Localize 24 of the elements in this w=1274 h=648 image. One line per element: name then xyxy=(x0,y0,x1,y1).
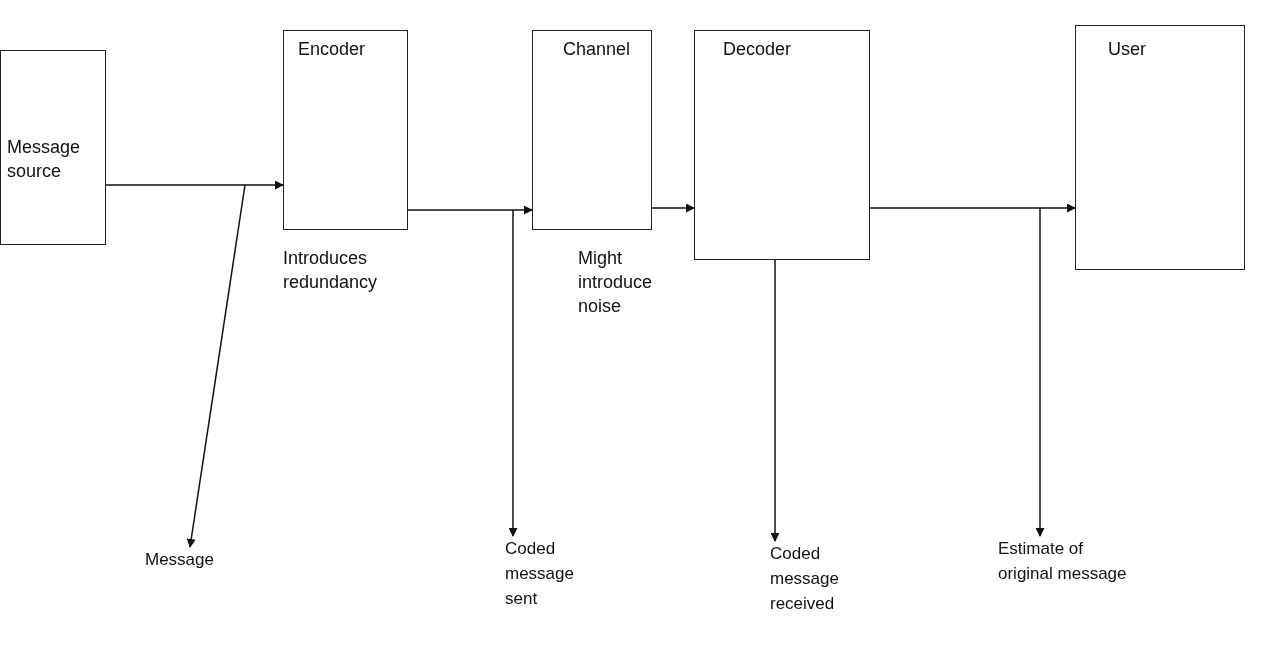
process-box xyxy=(0,50,106,245)
annotation-text: Estimate of original message xyxy=(998,536,1128,586)
process-box xyxy=(283,30,408,230)
note-text: Introduces redundancy xyxy=(283,247,379,294)
annotation-text: Message xyxy=(145,547,255,572)
box-label: Channel xyxy=(563,38,632,61)
arrow xyxy=(105,180,284,190)
leader-arrow xyxy=(186,184,246,548)
leader-arrow xyxy=(1035,207,1045,537)
arrow xyxy=(869,203,1076,213)
process-box xyxy=(694,30,870,260)
box-label: User xyxy=(1108,38,1147,61)
process-box xyxy=(1075,25,1245,270)
leader-arrow xyxy=(508,209,518,537)
arrow xyxy=(651,203,695,213)
arrow xyxy=(407,205,533,215)
box-label: Message source xyxy=(7,136,82,183)
box-label: Encoder xyxy=(298,38,367,61)
annotation-text: Coded message sent xyxy=(505,536,585,611)
process-box xyxy=(532,30,652,230)
arrow xyxy=(770,259,780,542)
note-text: Might introduce noise xyxy=(578,247,654,318)
box-label: Decoder xyxy=(723,38,793,61)
annotation-text: Coded message received xyxy=(770,541,860,616)
